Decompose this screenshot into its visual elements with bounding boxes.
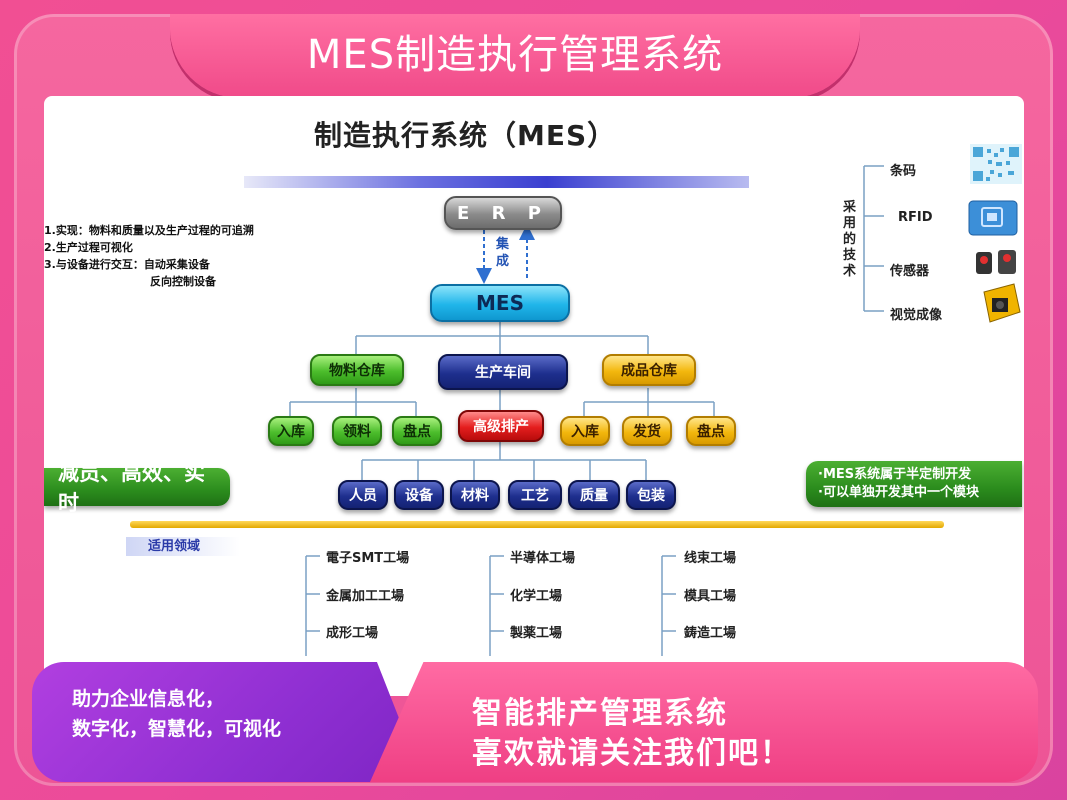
domain-item: 模具工場 — [684, 589, 737, 604]
bottom-right-banner — [370, 662, 1038, 782]
material-inventory-node: 盘点 — [392, 416, 442, 446]
vision-camera-icon — [983, 283, 1021, 323]
resource-packaging-node: 包装 — [626, 480, 676, 510]
product-inventory-node: 盘点 — [686, 416, 736, 446]
domain-item: 鋳造工場 — [684, 626, 737, 641]
domain-item: 半導体工場 — [510, 551, 576, 566]
gold-divider — [130, 521, 944, 528]
material-warehouse-node: 物料仓库 — [310, 354, 404, 386]
resource-process-node: 工艺 — [508, 480, 562, 510]
bottom-right-line-1: 智能排产管理系统 — [472, 696, 728, 731]
sensor-icon — [976, 250, 1016, 274]
material-pick-node: 领料 — [332, 416, 382, 446]
development-note-pill: ·MES系统属于半定制开发 ·可以单独开发其中一个模块 — [806, 461, 1022, 507]
benefit-pill: 减员、高效、实时 — [44, 461, 230, 515]
resource-quality-node: 质量 — [568, 480, 620, 510]
bottom-right-line-2: 喜欢就请关注我们吧！ — [472, 736, 792, 771]
bottom-left-line-1: 助力企业信息化， — [72, 688, 225, 710]
erp-node: E R P — [444, 196, 562, 230]
bottom-left-line-2: 数字化，智慧化，可视化 — [72, 718, 282, 740]
development-note-1: ·MES系统属于半定制开发 — [818, 467, 972, 482]
product-inbound-node: 入库 — [560, 416, 610, 446]
domain-item: 金属加工工場 — [326, 589, 405, 604]
diagram-panel: 制造执行系统（MES） — [44, 96, 1024, 696]
title-banner — [170, 14, 860, 98]
title-rule — [244, 176, 749, 188]
tech-vision: 视觉成像 — [890, 308, 943, 323]
workshop-node: 生产车间 — [438, 354, 568, 390]
product-warehouse-node: 成品仓库 — [602, 354, 696, 386]
material-inbound-node: 入库 — [268, 416, 314, 446]
integration-label: 集成 — [496, 237, 510, 269]
bottom-left-banner — [32, 662, 424, 782]
domain-item: 化学工場 — [510, 589, 563, 604]
advanced-scheduling-node: 高级排产 — [458, 410, 544, 442]
tech-label: 采用的技术 — [843, 200, 857, 279]
diagram-title: 制造执行系统（MES） — [314, 119, 617, 152]
qr-code-icon — [970, 144, 1022, 184]
resource-personnel-node: 人员 — [338, 480, 388, 510]
domain-item: 线束工場 — [684, 551, 737, 566]
tech-sensor: 传感器 — [890, 264, 930, 279]
mes-node: MES — [430, 284, 570, 322]
note-2: 2.生产过程可视化 — [44, 241, 133, 254]
note-4: 反向控制设备 — [150, 275, 216, 288]
feature-notes: 1.实现：物料和质量以及生产过程的可追溯 2.生产过程可视化 3.与设备进行交互… — [44, 222, 254, 290]
note-1: 1.实现：物料和质量以及生产过程的可追溯 — [44, 224, 254, 237]
banner-title: MES制造执行管理系统 — [306, 32, 724, 78]
development-note-2: ·可以单独开发其中一个模块 — [818, 485, 979, 500]
domain-item: 成形工場 — [326, 626, 379, 641]
rfid-card-icon — [968, 200, 1018, 236]
tech-barcode: 条码 — [890, 164, 917, 179]
domain-label: 适用领域 — [126, 537, 240, 556]
resource-equipment-node: 设备 — [394, 480, 444, 510]
domain-item: 製薬工場 — [510, 626, 563, 641]
connector-lines — [289, 165, 884, 656]
note-3: 3.与设备进行交互：自动采集设备 — [44, 258, 210, 271]
product-shipping-node: 发货 — [622, 416, 672, 446]
domain-item: 電子SMT工場 — [326, 551, 410, 566]
tech-rfid: RFID — [898, 210, 933, 225]
resource-material-node: 材料 — [450, 480, 500, 510]
